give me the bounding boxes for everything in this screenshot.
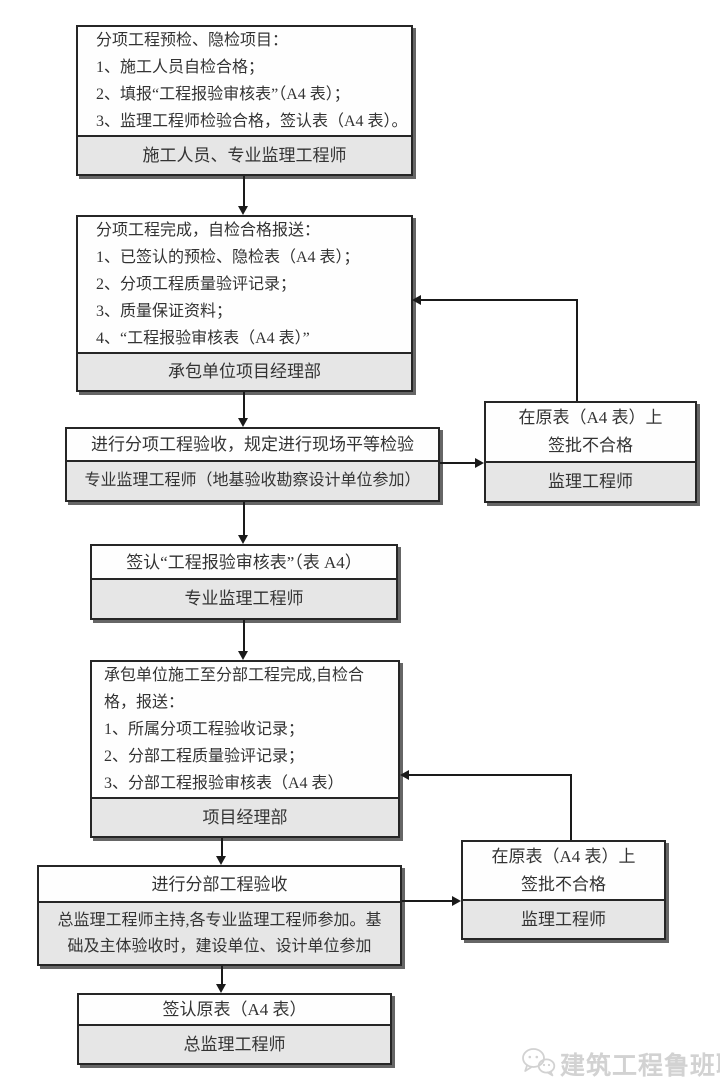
body-line: 签批不合格	[548, 436, 633, 455]
step-pre-inspection-body: 分项工程预检、隐检项目： 1、施工人员自检合格； 2、填报“工程报验审核表”（A…	[78, 27, 411, 135]
step-sign-review-form-box: 签认“工程报验审核表”（表 A4） 专业监理工程师	[90, 544, 398, 620]
step-subitem-complete-body: 分项工程完成，自检合格报送： 1、已签认的预检、隐检表（A4 表）； 2、分项工…	[78, 217, 411, 352]
arrowhead-down-icon	[238, 418, 248, 427]
actor-label: 监理工程师	[521, 909, 606, 929]
arrow-step3-to-step4	[243, 502, 245, 535]
watermark: 建筑工程鲁班联盟	[520, 1046, 720, 1082]
step-sign-review-form-body: 签认“工程报验审核表”（表 A4）	[92, 546, 396, 578]
arrowhead-right-icon	[475, 458, 484, 468]
reject-1-actor: 监理工程师	[486, 461, 695, 501]
body-line: 1、施工人员自检合格；	[96, 59, 265, 76]
arrow-step6-to-step7	[221, 966, 223, 984]
step-subdivision-complete-box: 承包单位施工至分部工程完成,自检合 格，报送： 1、所属分项工程验收记录； 2、…	[90, 660, 400, 838]
body-line: 2、分项工程质量验评记录；	[96, 276, 297, 293]
reject-2-actor: 监理工程师	[463, 899, 664, 938]
arrowhead-down-icon	[238, 206, 248, 215]
step-sign-original-form-box: 签认原表（A4 表） 总监理工程师	[77, 993, 392, 1065]
step-subdivision-complete-body: 承包单位施工至分部工程完成,自检合 格，报送： 1、所属分项工程验收记录； 2、…	[92, 662, 398, 797]
step-sign-review-form-actor: 专业监理工程师	[92, 578, 396, 618]
body-line: 签认“工程报验审核表”（表 A4）	[126, 552, 362, 572]
arrowhead-left-icon	[400, 770, 409, 780]
feedback-reject1-to-step2-vertical	[576, 299, 578, 401]
actor-label: 总监理工程师	[183, 1034, 286, 1054]
body-line: 2、填报“工程报验审核表”（A4 表）；	[96, 86, 350, 103]
step-subitem-acceptance-actor: 专业监理工程师（地基验收勘察设计单位参加）	[67, 460, 438, 500]
step-subdivision-acceptance-box: 进行分部工程验收 总监理工程师主持,各专业监理工程师参加。基 础及主体验收时，建…	[37, 865, 402, 966]
arrow-step2-to-step3	[243, 392, 245, 418]
body-line: 在原表（A4 表）上	[518, 408, 663, 427]
body-line: 承包单位施工至分部工程完成,自检合	[104, 667, 365, 684]
actor-label-line: 总监理工程师主持,各专业监理工程师参加。基	[57, 911, 382, 929]
body-line: 2、分部工程质量验评记录；	[104, 748, 305, 765]
arrowhead-down-icon	[216, 984, 226, 993]
step-subdivision-acceptance-body: 进行分部工程验收	[39, 867, 400, 901]
step-sign-original-form-body: 签认原表（A4 表）	[79, 995, 390, 1024]
step-subdivision-acceptance-actor: 总监理工程师主持,各专业监理工程师参加。基 础及主体验收时，建设单位、设计单位参…	[39, 901, 400, 964]
arrowhead-left-icon	[412, 295, 421, 305]
step-pre-inspection-box: 分项工程预检、隐检项目： 1、施工人员自检合格； 2、填报“工程报验审核表”（A…	[76, 25, 413, 176]
feedback-reject1-to-step2-horizontal	[421, 299, 578, 301]
body-line: 签批不合格	[521, 874, 606, 894]
feedback-reject2-to-step5-vertical	[570, 774, 572, 840]
body-line: 格，报送：	[104, 694, 185, 711]
arrow-step4-to-step5	[243, 620, 245, 651]
actor-label-line: 础及主体验收时，建设单位、设计单位参加	[67, 937, 372, 955]
body-line: 3、质量保证资料；	[96, 303, 233, 320]
body-line: 分项工程预检、隐检项目：	[96, 32, 289, 49]
step-sign-original-form-actor: 总监理工程师	[79, 1024, 390, 1063]
step-subitem-acceptance-body: 进行分项工程验收，规定进行现场平等检验	[67, 429, 438, 460]
body-line: 1、所属分项工程验收记录；	[104, 721, 305, 738]
actor-label: 专业监理工程师（地基验收勘察设计单位参加）	[84, 472, 421, 489]
body-line: 进行分部工程验收	[151, 874, 288, 894]
watermark-label: 建筑工程鲁班联盟	[560, 1052, 720, 1080]
body-line: 4、“工程报验审核表（A4 表）”	[96, 330, 310, 347]
reject-2-body: 在原表（A4 表）上 签批不合格	[463, 842, 664, 899]
actor-label: 项目经理部	[202, 807, 288, 827]
actor-label: 施工人员、专业监理工程师	[142, 145, 347, 165]
arrowhead-right-icon	[452, 896, 461, 906]
body-line: 在原表（A4 表）上	[491, 846, 636, 866]
step-pre-inspection-actor: 施工人员、专业监理工程师	[78, 135, 411, 174]
actor-label: 承包单位项目经理部	[168, 362, 321, 381]
arrow-step1-to-step2	[243, 176, 245, 206]
arrowhead-down-icon	[238, 535, 248, 544]
step-subitem-complete-actor: 承包单位项目经理部	[78, 352, 411, 390]
body-line: 分项工程完成，自检合格报送：	[96, 222, 321, 239]
arrow-step6-to-reject2	[402, 900, 452, 902]
reject-sign-not-qualified-box-2: 在原表（A4 表）上 签批不合格 监理工程师	[461, 840, 666, 940]
step-subitem-acceptance-box: 进行分项工程验收，规定进行现场平等检验 专业监理工程师（地基验收勘察设计单位参加…	[65, 427, 440, 502]
arrowhead-down-icon	[238, 651, 248, 660]
wechat-icon	[520, 1047, 556, 1082]
arrow-step3-to-reject1	[440, 462, 475, 464]
body-line: 3、监理工程师检验合格，签认表（A4 表）。	[96, 113, 408, 130]
actor-label: 专业监理工程师	[184, 589, 304, 608]
body-line: 3、分部工程报验审核表（A4 表）	[104, 775, 344, 792]
body-line: 签认原表（A4 表）	[162, 1000, 307, 1019]
step-subitem-complete-box: 分项工程完成，自检合格报送： 1、已签认的预检、隐检表（A4 表）； 2、分项工…	[76, 215, 413, 392]
step-subdivision-complete-actor: 项目经理部	[92, 797, 398, 836]
actor-label: 监理工程师	[548, 472, 633, 491]
arrow-step5-to-step6	[221, 838, 223, 856]
reject-1-body: 在原表（A4 表）上 签批不合格	[486, 403, 695, 461]
feedback-reject2-to-step5-horizontal	[409, 774, 572, 776]
arrowhead-down-icon	[216, 856, 226, 865]
body-line: 1、已签认的预检、隐检表（A4 表）；	[96, 249, 360, 266]
reject-sign-not-qualified-box-1: 在原表（A4 表）上 签批不合格 监理工程师	[484, 401, 697, 503]
body-line: 进行分项工程验收，规定进行现场平等检验	[91, 435, 414, 454]
